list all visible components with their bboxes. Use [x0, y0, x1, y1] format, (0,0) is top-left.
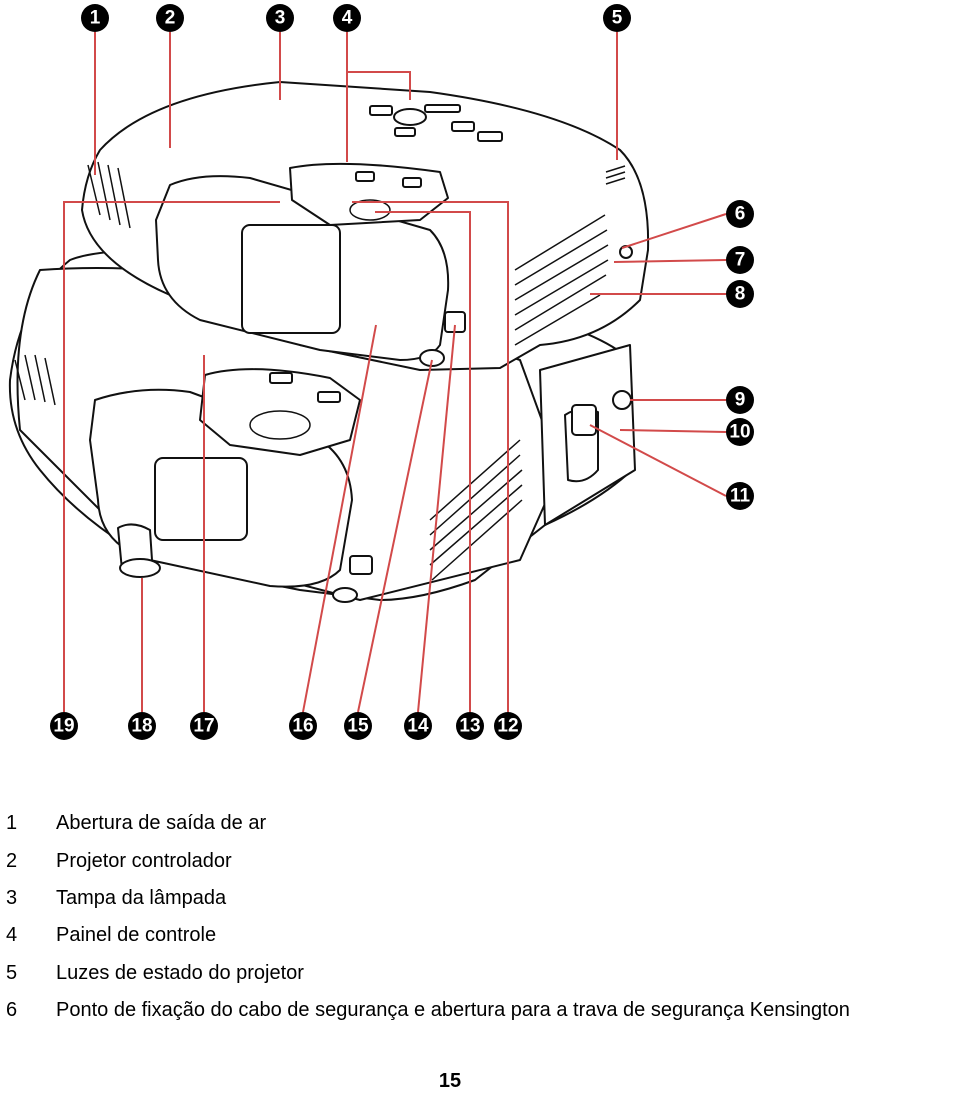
callout-16: 16: [289, 712, 317, 740]
legend-number: 5: [6, 961, 18, 984]
svg-text:13: 13: [459, 716, 480, 737]
callout-5: 5: [603, 4, 631, 32]
svg-text:18: 18: [131, 716, 152, 737]
svg-text:8: 8: [735, 284, 746, 305]
legend-item: 5 Luzes de estado do projetor: [6, 955, 850, 992]
callout-8: 8: [726, 280, 754, 308]
callout-19: 19: [50, 712, 78, 740]
callout-9: 9: [726, 386, 754, 414]
svg-text:10: 10: [729, 422, 750, 443]
callout-14: 14: [404, 712, 432, 740]
svg-text:6: 6: [735, 204, 746, 225]
legend-text: Projetor controlador: [56, 849, 232, 872]
legend-text: Ponto de fixação do cabo de segurança e …: [56, 999, 850, 1022]
svg-text:15: 15: [347, 716, 369, 737]
svg-text:7: 7: [735, 250, 746, 271]
legend-text: Abertura de saída de ar: [56, 812, 267, 835]
svg-text:12: 12: [497, 716, 518, 737]
svg-text:1: 1: [90, 8, 101, 29]
svg-text:3: 3: [275, 8, 286, 29]
callout-13: 13: [456, 712, 484, 740]
legend-item: 2 Projetor controlador: [6, 842, 850, 879]
callout-2: 2: [156, 4, 184, 32]
legend-number: 3: [6, 886, 18, 909]
svg-text:11: 11: [730, 486, 751, 507]
callout-1: 1: [81, 4, 109, 32]
legend-text: Luzes de estado do projetor: [56, 961, 304, 984]
legend-text: Painel de controle: [56, 924, 217, 947]
callout-10: 10: [726, 418, 754, 446]
legend-item: 4 Painel de controle: [6, 917, 850, 954]
legend-item: 3 Tampa da lâmpada: [6, 880, 850, 917]
svg-text:14: 14: [407, 716, 429, 737]
callout-4: 4: [333, 4, 361, 32]
callout-12: 12: [494, 712, 522, 740]
legend-item: 1 Abertura de saída de ar: [6, 805, 850, 842]
callout-3: 3: [266, 4, 294, 32]
svg-text:4: 4: [342, 8, 353, 29]
legend-number: 2: [6, 849, 18, 872]
leader-lines: [63, 32, 727, 713]
svg-text:17: 17: [193, 716, 214, 737]
projector-diagram: 1 2 3 4 5 6 7 8 9 10 11 12 13 14 15 16 1…: [8, 4, 754, 740]
callout-6: 6: [726, 200, 754, 228]
legend-number: 4: [6, 924, 18, 947]
svg-text:16: 16: [292, 716, 313, 737]
callout-17: 17: [190, 712, 218, 740]
upper-projector: [81, 81, 650, 371]
callout-11: 11: [726, 482, 754, 510]
parts-legend: 1 Abertura de saída de ar 2 Projetor contr…: [6, 805, 850, 1029]
legend-item: 6 Ponto de fixação do cabo de segurança e…: [6, 992, 850, 1029]
svg-text:19: 19: [53, 716, 74, 737]
page-number: 15: [438, 1070, 462, 1092]
callout-15: 15: [344, 712, 372, 740]
svg-text:2: 2: [165, 8, 176, 29]
svg-text:9: 9: [735, 390, 746, 411]
callout-18: 18: [128, 712, 156, 740]
legend-text: Tampa da lâmpada: [56, 886, 227, 909]
callouts: 1 2 3 4 5 6 7 8 9 10 11 12 13 14 15 16 1…: [50, 4, 754, 740]
legend-number: 1: [6, 812, 18, 835]
callout-7: 7: [726, 246, 754, 274]
svg-text:5: 5: [612, 8, 623, 29]
legend-number: 6: [6, 999, 18, 1022]
